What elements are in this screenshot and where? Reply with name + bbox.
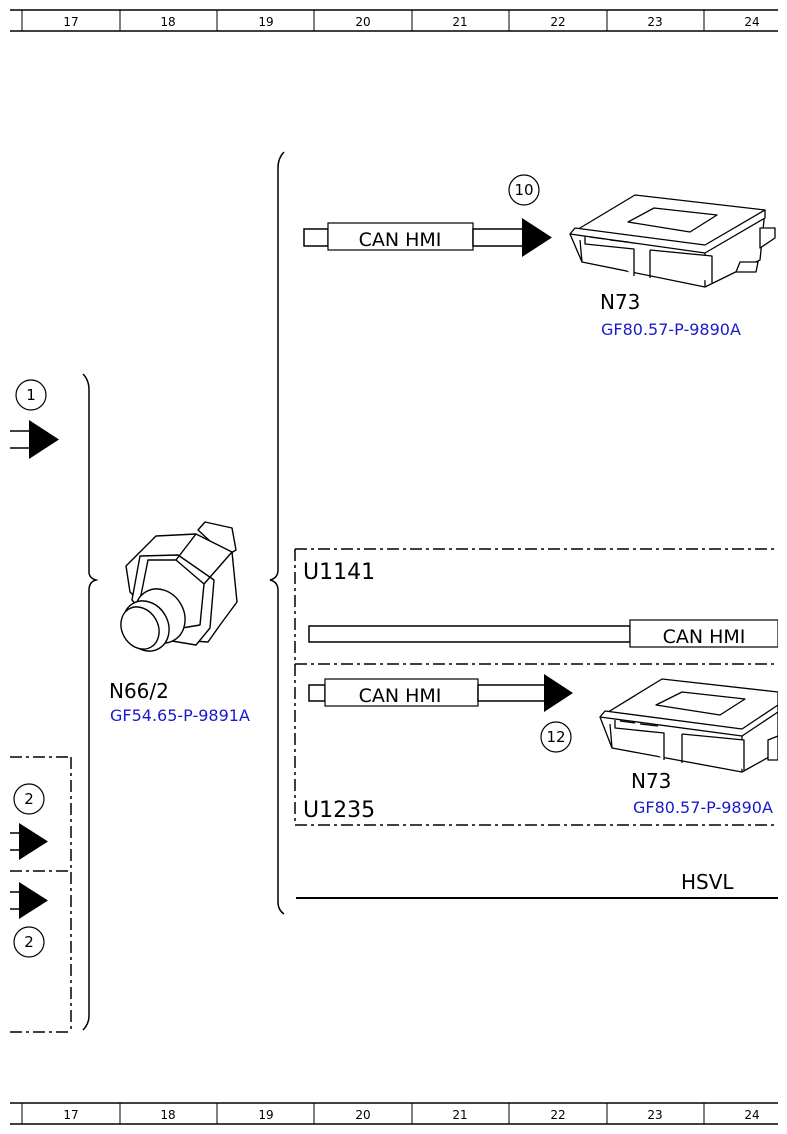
top-ruler: 17 18 19 20 21 22 23 24 (10, 9, 778, 32)
can-hmi-bus-u1141[interactable]: CAN HMI (308, 619, 779, 648)
can-hmi-label-top: CAN HMI (359, 229, 442, 251)
ruler-bottom-col-18: 18 (160, 1108, 175, 1122)
module-u1235-label: U1235 (303, 798, 375, 823)
can-hmi-bus-u1235[interactable]: CAN HMI (308, 674, 573, 712)
bubble-10-label: 10 (514, 181, 533, 199)
right-edge-mask (778, 36, 787, 1098)
ruler-col-19: 19 (258, 15, 273, 29)
n66-2-camera-icon[interactable] (113, 521, 238, 660)
ruler-col-23: 23 (647, 15, 662, 29)
ruler-col-22: 22 (550, 15, 565, 29)
bubble-2-upper (13, 783, 45, 815)
connector-1[interactable]: 1 (10, 379, 59, 459)
n73-top-control-unit-icon[interactable] (569, 194, 776, 288)
bubble-2-lower-label: 2 (24, 933, 34, 951)
ruler-col-24: 24 (744, 15, 759, 29)
can-hmi-label-u1235: CAN HMI (359, 685, 442, 707)
left-dashdot-box (10, 756, 72, 1033)
ruler-col-21: 21 (452, 15, 467, 29)
bubble-2-upper-label: 2 (24, 790, 34, 808)
bubble-12-label: 12 (546, 728, 565, 746)
can-hmi-bus-top[interactable]: CAN HMI (303, 218, 552, 257)
ruler-col-17: 17 (63, 15, 78, 29)
n66-2-code: N66/2 (109, 679, 169, 703)
n73-top-code: N73 (600, 290, 640, 314)
brace-right (269, 151, 285, 915)
ruler-bottom-col-20: 20 (355, 1108, 370, 1122)
ruler-bottom-col-17: 17 (63, 1108, 78, 1122)
arrow-10-icon (522, 218, 552, 257)
n66-2-ref-link[interactable]: GF54.65-P-9891A (110, 706, 250, 725)
connector-2-lower[interactable]: 2 (10, 882, 48, 958)
n73-bottom-control-unit-icon[interactable] (599, 678, 779, 773)
bubble-1 (15, 379, 47, 411)
brace-left (82, 373, 99, 1031)
ruler-bottom-col-22: 22 (550, 1108, 565, 1122)
arrow-2-lower-icon (19, 882, 48, 919)
bottom-ruler: 17 18 19 20 21 22 23 24 (10, 1102, 778, 1125)
connector-10[interactable]: 10 (508, 174, 540, 206)
ruler-bottom-col-19: 19 (258, 1108, 273, 1122)
ruler-bottom-col-21: 21 (452, 1108, 467, 1122)
hsvl-label: HSVL (681, 870, 734, 894)
n73-top-ref-link[interactable]: GF80.57-P-9890A (601, 320, 741, 339)
ruler-bottom-col-23: 23 (647, 1108, 662, 1122)
can-hmi-label-u1141: CAN HMI (663, 626, 746, 648)
connector-12[interactable]: 12 (540, 721, 572, 753)
ruler-bottom-col-24: 24 (744, 1108, 759, 1122)
bubble-1-label: 1 (26, 386, 36, 404)
arrow-12-icon (544, 674, 573, 712)
n73-bottom-ref-link[interactable]: GF80.57-P-9890A (633, 798, 773, 817)
ruler-col-18: 18 (160, 15, 175, 29)
bubble-10 (508, 174, 540, 206)
bubble-12 (540, 721, 572, 753)
arrow-2-upper-icon (19, 823, 48, 860)
ruler-col-20: 20 (355, 15, 370, 29)
n73-bottom-code: N73 (631, 769, 671, 793)
module-u1141-label: U1141 (303, 560, 375, 585)
bubble-2-lower (13, 926, 45, 958)
connector-2-upper[interactable]: 2 (10, 783, 48, 860)
arrow-1-icon (29, 420, 59, 459)
module-boxes (294, 548, 778, 826)
